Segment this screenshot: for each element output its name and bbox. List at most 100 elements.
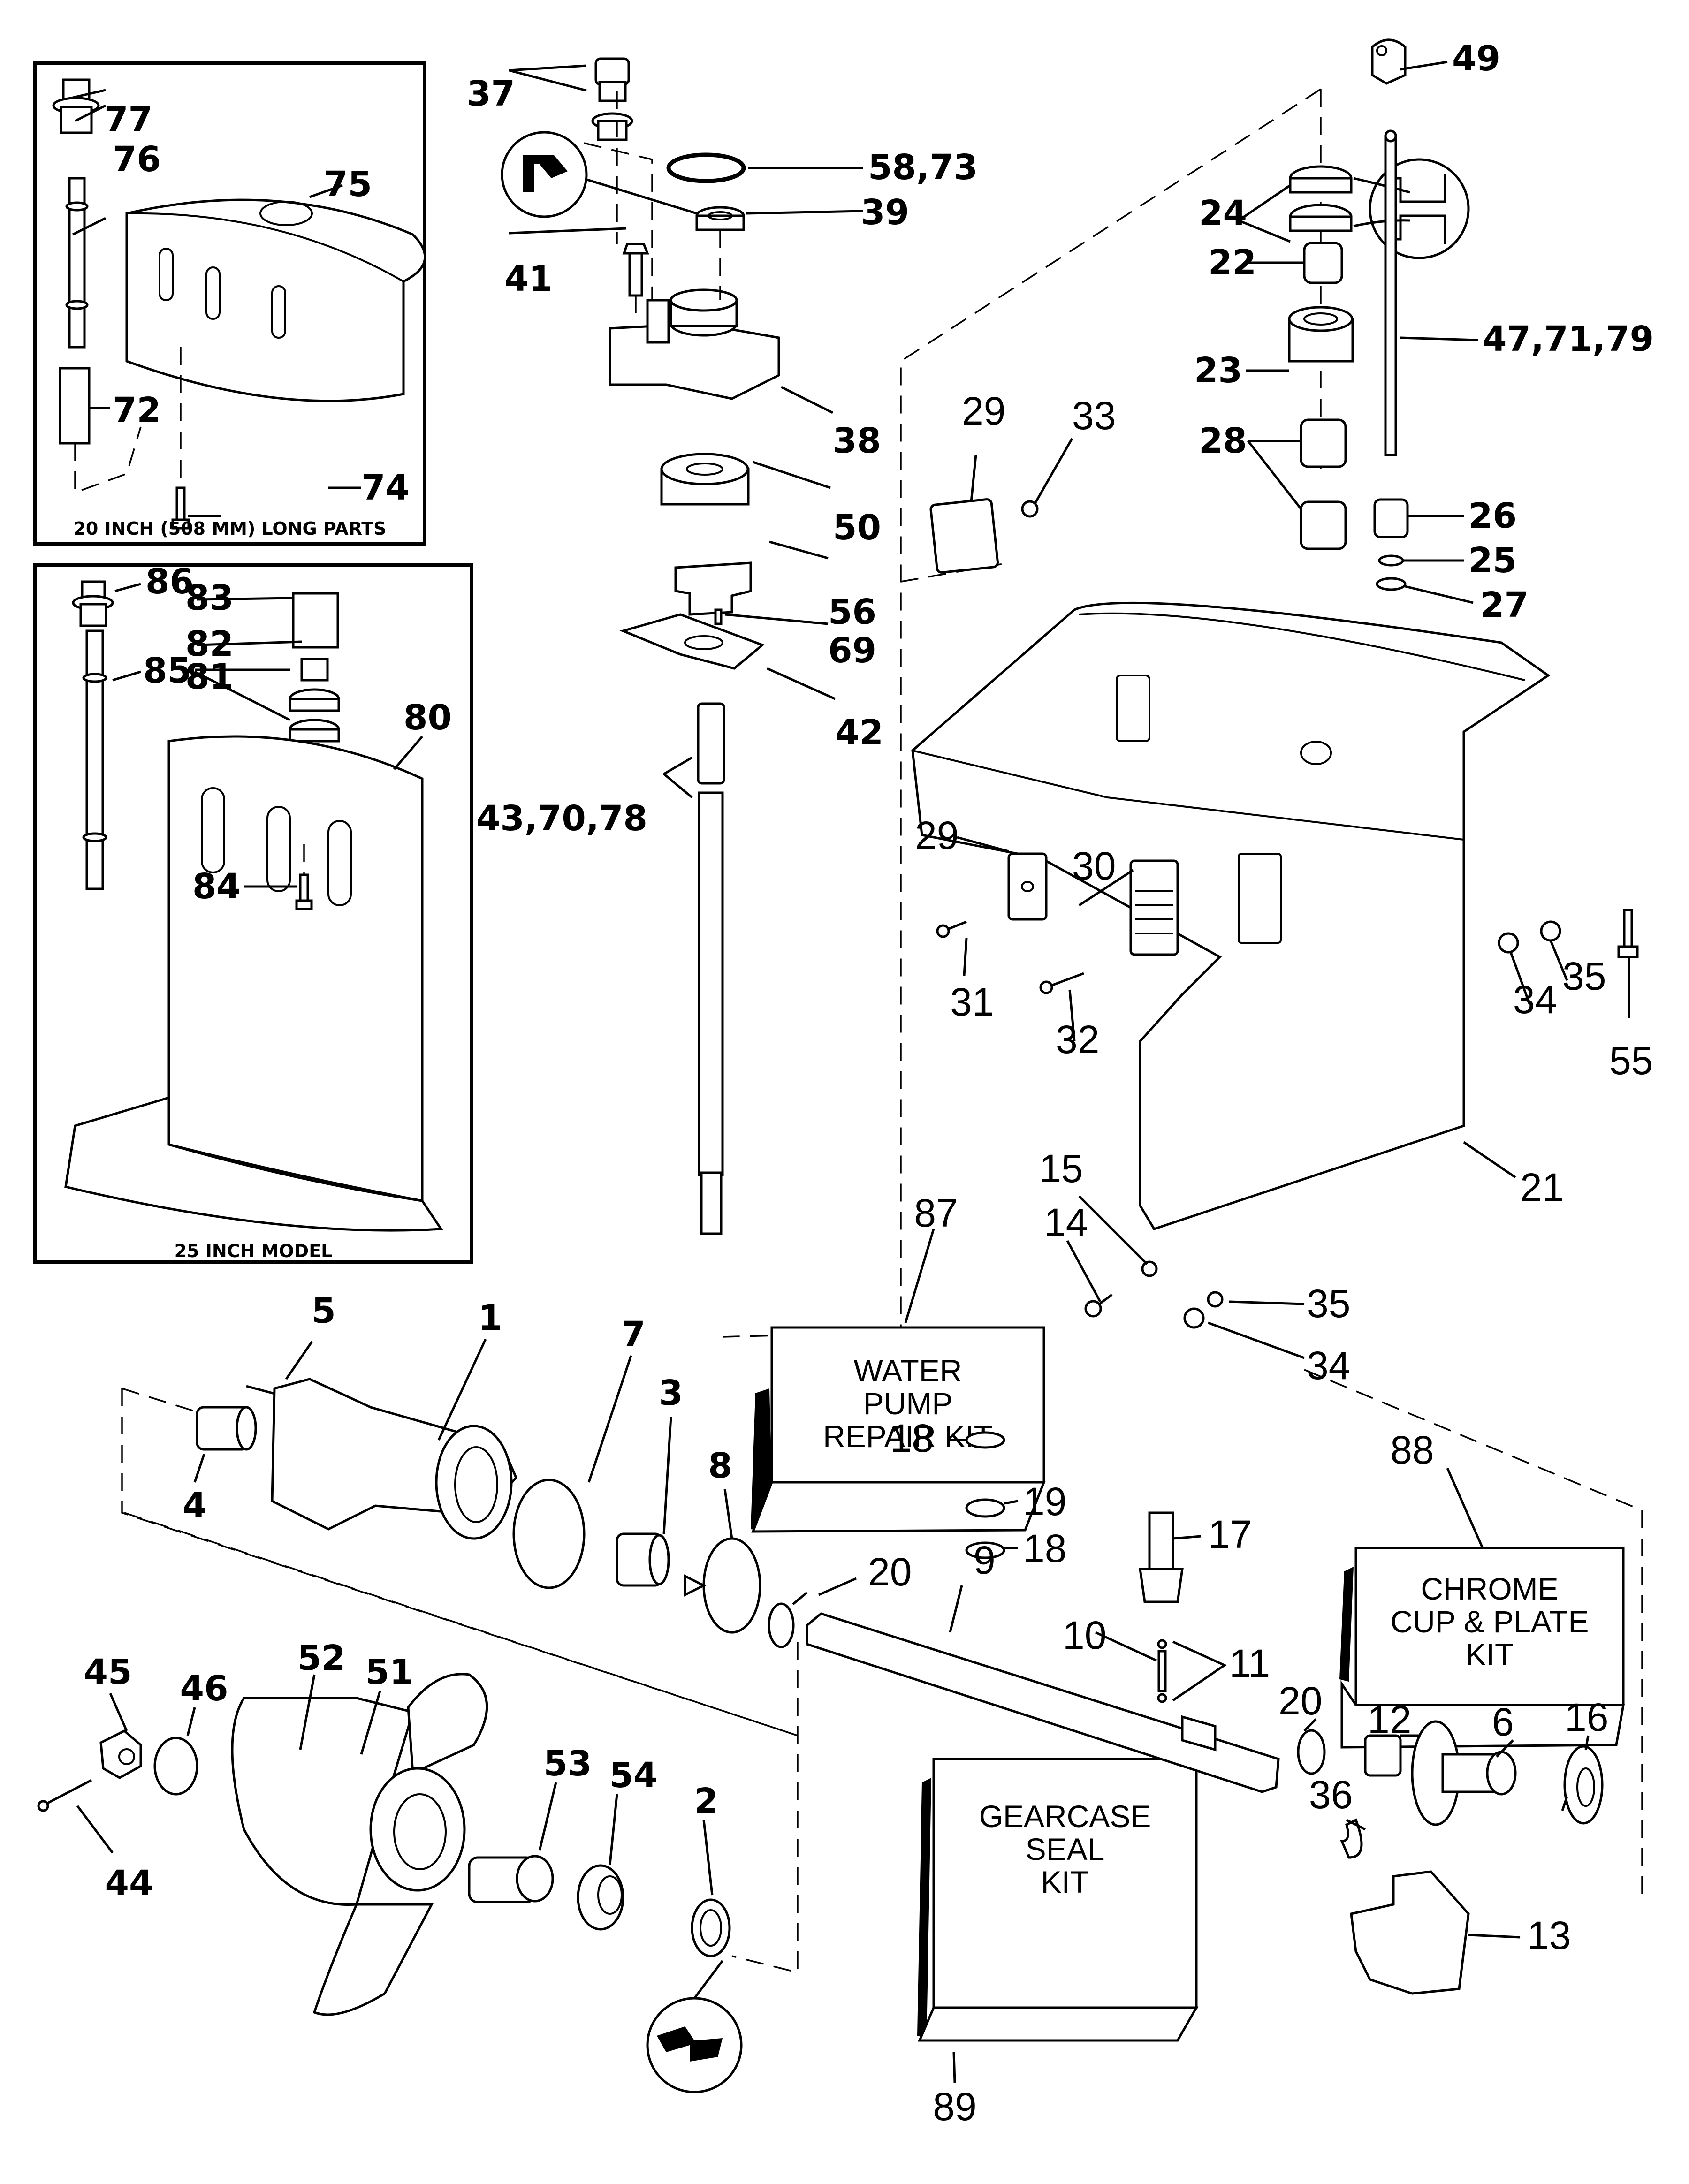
label-2: 2 — [694, 1781, 718, 1821]
label-88: 88 — [1390, 1428, 1434, 1472]
label-3: 3 — [659, 1373, 683, 1413]
label-87: 87 — [914, 1191, 958, 1235]
part-30-water-screen[interactable] — [1129, 859, 1179, 956]
label-56: 56 — [828, 592, 876, 632]
part-58-73-o-ring[interactable] — [666, 152, 746, 183]
part-29-anode-lower[interactable] — [1007, 852, 1048, 921]
part-76-water-tube[interactable] — [65, 177, 89, 349]
part-1-bearing-housing[interactable] — [271, 1378, 517, 1540]
part-23-seal[interactable] — [1288, 306, 1354, 363]
part-20-thrust-washer-rear[interactable] — [1297, 1729, 1326, 1775]
part-80-extension-housing[interactable] — [64, 735, 443, 1232]
label-81: 81 — [185, 657, 234, 697]
part-81-seals[interactable] — [289, 688, 340, 743]
part-43-70-78-drive-shaft[interactable] — [697, 702, 725, 1235]
label-18-upper: 18 — [890, 1416, 934, 1460]
part-25-washer[interactable] — [1378, 554, 1404, 567]
part-33-nut[interactable] — [1021, 500, 1039, 518]
part-38-pump-housing[interactable] — [609, 288, 780, 400]
label-23: 23 — [1194, 350, 1242, 391]
part-27-washer[interactable] — [1376, 577, 1407, 591]
part-37-grommets[interactable] — [591, 57, 633, 141]
part-56-impeller[interactable] — [674, 561, 752, 616]
part-18-thrust-washer-upper[interactable] — [965, 1431, 1005, 1449]
part-69-pin[interactable] — [714, 608, 723, 625]
part-22-bearing[interactable] — [1303, 242, 1343, 284]
part-26-bushing[interactable] — [1373, 498, 1409, 538]
part-15-seal[interactable] — [1141, 1260, 1158, 1277]
part-74-screw[interactable] — [171, 486, 190, 530]
part-14-screw[interactable] — [1084, 1294, 1113, 1318]
part-49-connector[interactable] — [1371, 38, 1407, 85]
kit-87-water-pump-repair[interactable]: WATER PUMP REPAIR KIT 87 — [751, 1191, 1046, 1533]
part-39-seal[interactable] — [695, 206, 745, 231]
part-2-seal[interactable] — [691, 1898, 731, 1957]
part-72-spacer[interactable] — [59, 367, 91, 445]
label-39: 39 — [861, 192, 909, 233]
label-77: 77 — [104, 99, 152, 140]
part-84-screw[interactable] — [295, 873, 313, 910]
part-17-pinion[interactable] — [1139, 1511, 1184, 1603]
part-46-thrust-washer[interactable] — [153, 1737, 198, 1796]
label-43-70-78: 43,70,78 — [476, 798, 647, 839]
part-28-bearing-upper[interactable] — [1300, 418, 1347, 468]
part-21-gearcase-housing[interactable] — [911, 601, 1551, 1231]
part-86-grommet[interactable] — [72, 580, 114, 627]
part-20-thrust-washer-front[interactable] — [768, 1602, 795, 1648]
part-54-thrust-hub[interactable] — [577, 1864, 624, 1931]
label-13: 13 — [1527, 1913, 1571, 1957]
part-85-water-tube[interactable] — [82, 629, 107, 890]
part-29-anode-upper[interactable] — [929, 498, 999, 574]
part-45-nut[interactable] — [99, 1729, 142, 1779]
part-34-plug-upper[interactable] — [1498, 932, 1519, 954]
part-9-propeller-shaft[interactable] — [806, 1612, 1280, 1793]
part-18-thrust-washer-lower[interactable] — [965, 1541, 1005, 1559]
part-35-seal-lower[interactable] — [1207, 1291, 1224, 1308]
part-82-bushing[interactable] — [300, 658, 329, 682]
part-42-plate[interactable] — [619, 613, 765, 670]
label-34-lower: 34 — [1307, 1343, 1350, 1388]
label-26: 26 — [1468, 496, 1517, 536]
part-8-forward-gear[interactable] — [684, 1537, 761, 1634]
part-10-spring[interactable] — [1157, 1650, 1167, 1692]
part-6-reverse-gear[interactable] — [1411, 1720, 1517, 1826]
part-12-clutch-dog[interactable] — [1364, 1734, 1402, 1777]
part-24-seals[interactable] — [1289, 165, 1353, 232]
part-19-thrust-bearing[interactable] — [965, 1498, 1005, 1518]
part-36-retainer[interactable] — [1340, 1818, 1363, 1859]
part-3-bearing[interactable] — [616, 1532, 670, 1587]
part-35-seal-upper[interactable] — [1540, 920, 1561, 942]
part-75-extension-housing[interactable] — [125, 198, 426, 402]
part-7-o-ring[interactable] — [512, 1479, 586, 1589]
label-14: 14 — [1044, 1200, 1088, 1244]
part-55-screw[interactable] — [1617, 909, 1639, 958]
label-86: 86 — [145, 561, 194, 602]
label-22: 22 — [1208, 243, 1256, 283]
part-44-cotter-pin[interactable] — [37, 1779, 92, 1812]
part-77-grommet[interactable] — [52, 78, 100, 134]
part-53-spacer[interactable] — [468, 1855, 554, 1903]
part-13-shift-cradle[interactable] — [1350, 1870, 1470, 1995]
kit-88-line-3: KIT — [1466, 1637, 1514, 1672]
part-83-spacer[interactable] — [292, 592, 339, 649]
part-32-screw[interactable] — [1039, 972, 1084, 994]
part-11-balls[interactable] — [1157, 1639, 1167, 1703]
part-34-plug-lower[interactable] — [1183, 1307, 1205, 1329]
inset-25-inch-model: 86 83 82 81 85 80 84 25 INCH MODEL — [33, 561, 473, 1264]
part-52-51-propeller[interactable] — [231, 1673, 488, 2016]
label-1: 1 — [478, 1298, 502, 1338]
part-28-bearing-lower[interactable] — [1300, 500, 1347, 550]
kit-88-chrome-cup-and-plate[interactable]: CHROME CUP & PLATE KIT 88 — [1339, 1428, 1625, 1749]
part-50-impeller-housing[interactable] — [660, 453, 750, 506]
part-4-bearing[interactable] — [196, 1406, 257, 1451]
label-51: 51 — [365, 1652, 414, 1692]
seal-detail-callout-top — [501, 131, 697, 218]
part-47-71-79-shift-rod[interactable] — [1384, 129, 1397, 456]
part-41-screw[interactable] — [622, 243, 649, 297]
part-31-screw[interactable] — [936, 920, 967, 938]
kit-89-gearcase-seal[interactable]: GEARCASE SEAL KIT 89 — [917, 1758, 1199, 2129]
label-50: 50 — [833, 508, 881, 548]
label-8: 8 — [708, 1446, 732, 1486]
part-16-bearing-housing[interactable] — [1563, 1745, 1604, 1825]
